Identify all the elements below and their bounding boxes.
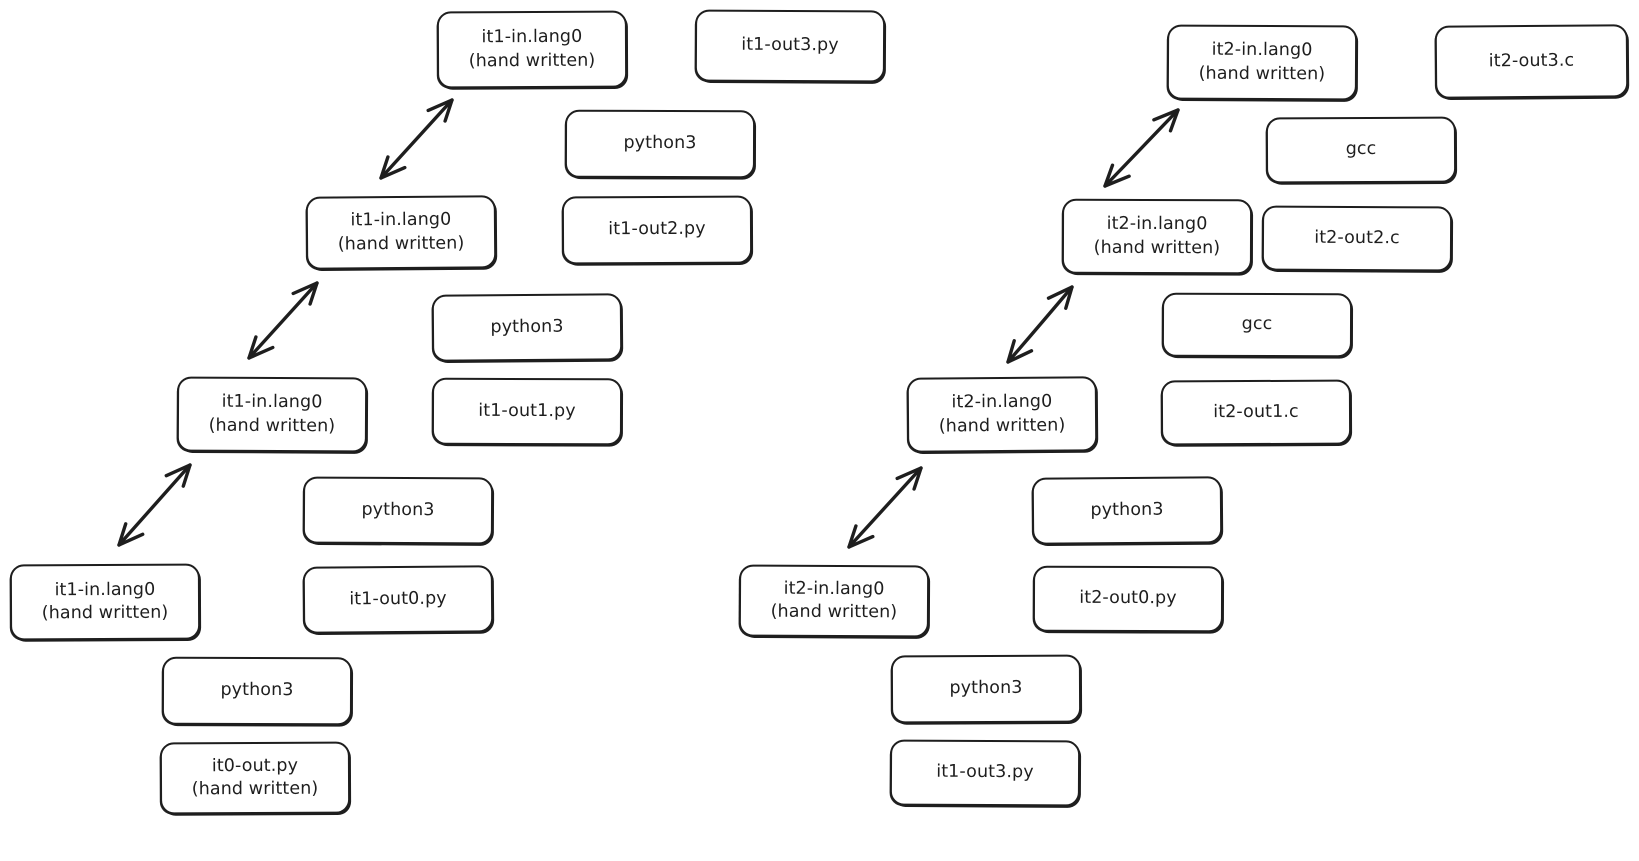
- node-r-base[interactable]: it1-out3.py: [889, 739, 1081, 807]
- node-r-py0[interactable]: python3: [1031, 476, 1223, 545]
- node-r-out0[interactable]: it2-out0.py: [1032, 565, 1224, 633]
- node-label: it1-out0.py: [349, 588, 447, 610]
- node-label: it1-out2.py: [608, 219, 706, 240]
- node-r-out3[interactable]: it2-out3.c: [1434, 24, 1629, 99]
- node-r-gcc2[interactable]: gcc: [1265, 116, 1457, 184]
- node-label: python3: [361, 499, 435, 520]
- node-label: python3: [949, 678, 1023, 699]
- node-l-py0[interactable]: python3: [302, 476, 494, 545]
- node-label: it1-out3.py: [741, 35, 839, 56]
- node-l-py1[interactable]: python3: [431, 293, 623, 362]
- node-label: it2-out0.py: [1079, 588, 1177, 609]
- node-label: python3: [1090, 499, 1164, 521]
- node-r-gcc1[interactable]: gcc: [1161, 292, 1353, 358]
- node-label: gcc: [1241, 314, 1273, 335]
- node-label: python3: [623, 133, 697, 154]
- node-l-py2[interactable]: python3: [564, 109, 756, 179]
- node-r-in3[interactable]: it2-in.lang0 (hand written): [1166, 24, 1358, 101]
- node-label: it2-in.lang0 (hand written): [1198, 39, 1326, 84]
- node-label: it2-out3.c: [1488, 50, 1575, 72]
- node-l-in2[interactable]: it1-in.lang0 (hand written): [305, 195, 497, 270]
- node-label: it1-out1.py: [478, 400, 576, 421]
- node-label: it2-in.lang0 (hand written): [938, 391, 1066, 436]
- node-l-out1[interactable]: it1-out1.py: [431, 377, 623, 446]
- node-l-in0[interactable]: it1-in.lang0 (hand written): [9, 563, 201, 641]
- node-l-base[interactable]: it0-out.py (hand written): [159, 741, 351, 815]
- node-l-in1[interactable]: it1-in.lang0 (hand written): [176, 376, 368, 453]
- node-r-out1[interactable]: it2-out1.c: [1160, 379, 1352, 446]
- node-label: it1-out3.py: [936, 762, 1034, 783]
- node-r-out2[interactable]: it2-out2.c: [1261, 205, 1453, 272]
- node-label: it1-in.lang0 (hand written): [208, 391, 336, 436]
- node-label: it2-out1.c: [1213, 401, 1299, 422]
- node-l-in3[interactable]: it1-in.lang0 (hand written): [436, 10, 628, 89]
- node-label: it1-in.lang0 (hand written): [337, 209, 465, 254]
- node-l-pyb[interactable]: python3: [161, 656, 353, 726]
- node-label: gcc: [1345, 139, 1377, 160]
- node-r-pyb[interactable]: python3: [890, 654, 1082, 724]
- node-label: it2-in.lang0 (hand written): [770, 578, 898, 623]
- node-l-out3[interactable]: it1-out3.py: [694, 9, 886, 83]
- node-label: it0-out.py (hand written): [191, 755, 319, 800]
- node-l-out2[interactable]: it1-out2.py: [561, 195, 753, 265]
- node-r-in1[interactable]: it2-in.lang0 (hand written): [906, 376, 1098, 453]
- node-label: it1-in.lang0 (hand written): [468, 26, 596, 71]
- node-label: it1-in.lang0 (hand written): [41, 579, 169, 624]
- node-label: it2-out2.c: [1314, 227, 1400, 249]
- node-label: python3: [490, 316, 564, 338]
- node-label: it2-in.lang0 (hand written): [1093, 213, 1221, 258]
- node-r-in0[interactable]: it2-in.lang0 (hand written): [738, 564, 930, 638]
- node-label: python3: [220, 680, 294, 701]
- node-r-in2[interactable]: it2-in.lang0 (hand written): [1061, 198, 1253, 275]
- node-l-out0[interactable]: it1-out0.py: [302, 565, 494, 634]
